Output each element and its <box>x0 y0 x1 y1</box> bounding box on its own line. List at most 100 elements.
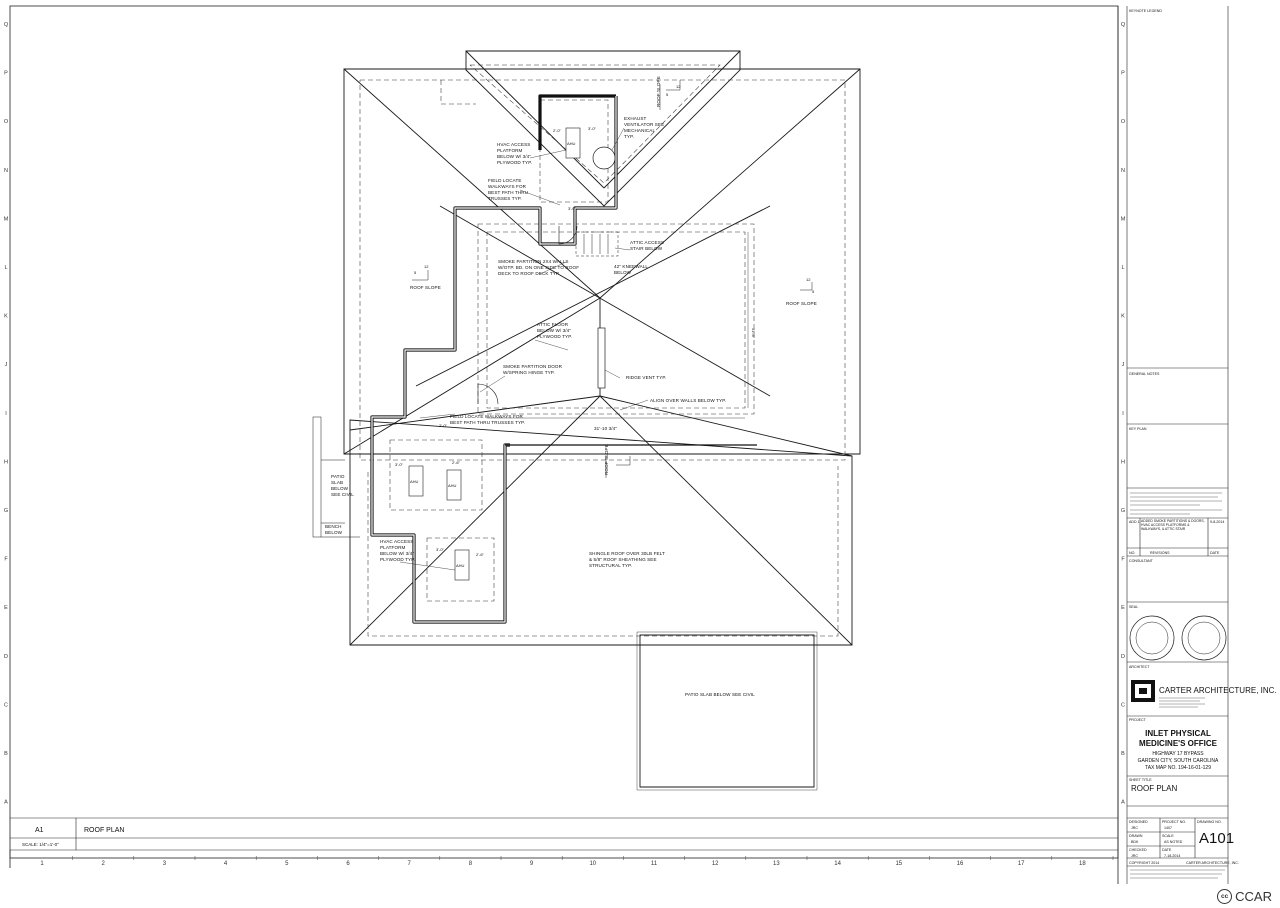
dimension-width: 31'-10 3/4" <box>594 426 617 431</box>
note-ridge-vent: RIDGE VENT TYP. <box>626 375 666 380</box>
patio-slab <box>639 634 815 788</box>
upper-roof-outline <box>343 68 861 455</box>
detail-number: A1 <box>35 827 44 834</box>
grid-row-label: J <box>5 362 8 368</box>
slope-num-left: 12 <box>424 264 429 269</box>
grid-row-label: I <box>1122 411 1124 417</box>
grid-row-label: Q <box>4 22 9 28</box>
grid-row-label: A <box>4 800 8 806</box>
grid-column-label: 1 <box>40 861 44 867</box>
scale-label: SCALE <box>1162 834 1174 838</box>
grid-row-label: Q <box>1121 22 1126 28</box>
mls-watermark: cc CCAR <box>1217 889 1272 904</box>
seal-label: SEAL <box>1129 605 1138 609</box>
note-roof-slope-left: ROOF SLOPE <box>410 285 441 290</box>
note-smoke-partition: SMOKE PARTITION 2X4 WALLS W/OTP. BD. ON … <box>498 259 581 276</box>
dimension-label: 2'-6" <box>476 552 485 557</box>
dimension-height: 31'-6" <box>751 328 756 339</box>
note-bench: BENCH BELOW <box>325 524 343 535</box>
note-attic-floor: ATTIC FLOOR BELOW W/ 3/4" PLYWOOD TYP. <box>537 322 572 339</box>
grid-row-label: L <box>4 265 7 271</box>
revision-date: 9-8-2014 <box>1210 520 1224 524</box>
grid-row-label: N <box>4 168 8 174</box>
note-kneewall: 42" KNEEWALL BELOW <box>614 264 649 275</box>
roof-plan <box>312 50 861 791</box>
ahu-unit-top <box>565 127 581 159</box>
slope-den-top: 5 <box>666 92 669 97</box>
date-value: 7-18-2014 <box>1164 854 1180 858</box>
slope-num-top: 12 <box>676 84 681 89</box>
dimension-label: 2'-0" <box>439 423 448 428</box>
project-name-line-2: MEDICINE'S OFFICE <box>1139 739 1218 748</box>
grid-row-label: B <box>4 751 8 757</box>
designed-by: JRC <box>1131 826 1138 830</box>
note-patio-left: PATIO SLAB BELOW SEE CIVIL <box>331 474 354 497</box>
grid-column-label: 12 <box>712 861 719 867</box>
detail-scale: SCALE: 1/4"=1'-0" <box>22 842 59 847</box>
smoke-partition-inner <box>371 96 617 623</box>
checked-label: CHECKED <box>1129 848 1147 852</box>
ahu-unit-bottom <box>454 549 470 581</box>
note-roof-slope-mid: ROOF SLOPE <box>604 444 609 475</box>
detail-title: ROOF PLAN <box>84 827 124 834</box>
note-hvac-top: HVAC ACCESS PLATFORM BELOW W/ 3/4" PLYWO… <box>497 142 532 165</box>
grid-row-label: C <box>1121 702 1125 708</box>
copyright-icon: cc <box>1217 889 1233 904</box>
grid-row-label: P <box>1121 71 1125 77</box>
note-smoke-door: SMOKE PARTITION DOOR W/SPRING HINGE TYP. <box>503 364 563 375</box>
project-address-2: GARDEN CITY, SOUTH CAROLINA <box>1138 758 1219 764</box>
drawn-by: BDK <box>1131 840 1139 844</box>
grid-row-label: J <box>1122 362 1125 368</box>
firm-logo-icon <box>1131 680 1155 702</box>
revision-header-no: NO. <box>1129 551 1135 555</box>
note-align-walls: ALIGN OVER WALLS BELOW TYP. <box>650 398 726 403</box>
grid-row-label: F <box>1121 557 1125 563</box>
grid-column-label: 9 <box>530 861 534 867</box>
note-shingle-roof: SHINGLE ROOF OVER 30LB FELT & 5/8" ROOF … <box>589 551 666 568</box>
leader-lines <box>399 127 649 571</box>
grid-row-label: O <box>1121 119 1126 125</box>
grid-column-label: 15 <box>895 861 902 867</box>
ahu-unit-left <box>408 465 424 497</box>
grid-row-label: F <box>4 557 8 563</box>
grid-column-label: 17 <box>1018 861 1025 867</box>
architect-label: ARCHITECT <box>1129 665 1150 669</box>
grid-row-label: E <box>1121 605 1125 611</box>
drawing-number: A101 <box>1199 830 1234 847</box>
grid-row-label: B <box>1121 751 1125 757</box>
grid-row-label: O <box>4 119 9 125</box>
dimension-label: 3'-0" <box>395 462 404 467</box>
keynote-legend-label: KEYNOTE LEGEND <box>1129 9 1162 13</box>
note-field-top: FIELD LOCATE WALKWAYS FOR BEST PATH THRU… <box>488 178 530 201</box>
project-label: PROJECT <box>1129 718 1147 722</box>
note-attic-access: ATTIC ACCESS STAIR BELOW <box>630 240 665 251</box>
grid-column-label: 14 <box>834 861 841 867</box>
title-block <box>1126 6 1229 884</box>
drawing-no-label: DRAWING NO. <box>1197 820 1222 824</box>
exhaust-ventilator-icon <box>592 146 616 170</box>
dimension-lines <box>487 232 749 419</box>
ahu-unit-mid <box>446 469 462 501</box>
sheet-title: ROOF PLAN <box>1131 784 1177 793</box>
grid-row-label: K <box>4 314 8 320</box>
grid-column-label: 13 <box>773 861 780 867</box>
ahu-label: AHU <box>567 141 576 146</box>
grid-row-label: M <box>4 216 9 222</box>
firm-name: CARTER ARCHITECTURE, INC. <box>1159 686 1277 695</box>
grid-column-label: 5 <box>285 861 289 867</box>
dimension-label: 3'-0" <box>436 547 445 552</box>
revision-description: ADDED SMOKE PARTITIONS & DOORS, HVAC ACC… <box>1141 519 1205 531</box>
grid-column-label: 2 <box>102 861 106 867</box>
grid-row-label: K <box>1121 314 1125 320</box>
note-roof-slope-right: ROOF SLOPE <box>786 301 817 306</box>
grid-row-label: G <box>4 508 8 514</box>
grid-column-label: 11 <box>651 861 658 867</box>
note-patio-bottom: PATIO SLAB BELOW SEE CIVIL <box>685 692 755 697</box>
key-plan-label: KEY PLAN <box>1129 427 1147 431</box>
slope-den-right: 5 <box>812 289 815 294</box>
note-field-mid: FIELD LOCATE WALKWAYS FOR BEST PATH THRU… <box>450 414 525 425</box>
consultant-label: CONSULTANT <box>1129 559 1154 563</box>
grid-column-label: 18 <box>1079 861 1086 867</box>
sheet-title-label: SHEET TITLE <box>1129 778 1152 782</box>
